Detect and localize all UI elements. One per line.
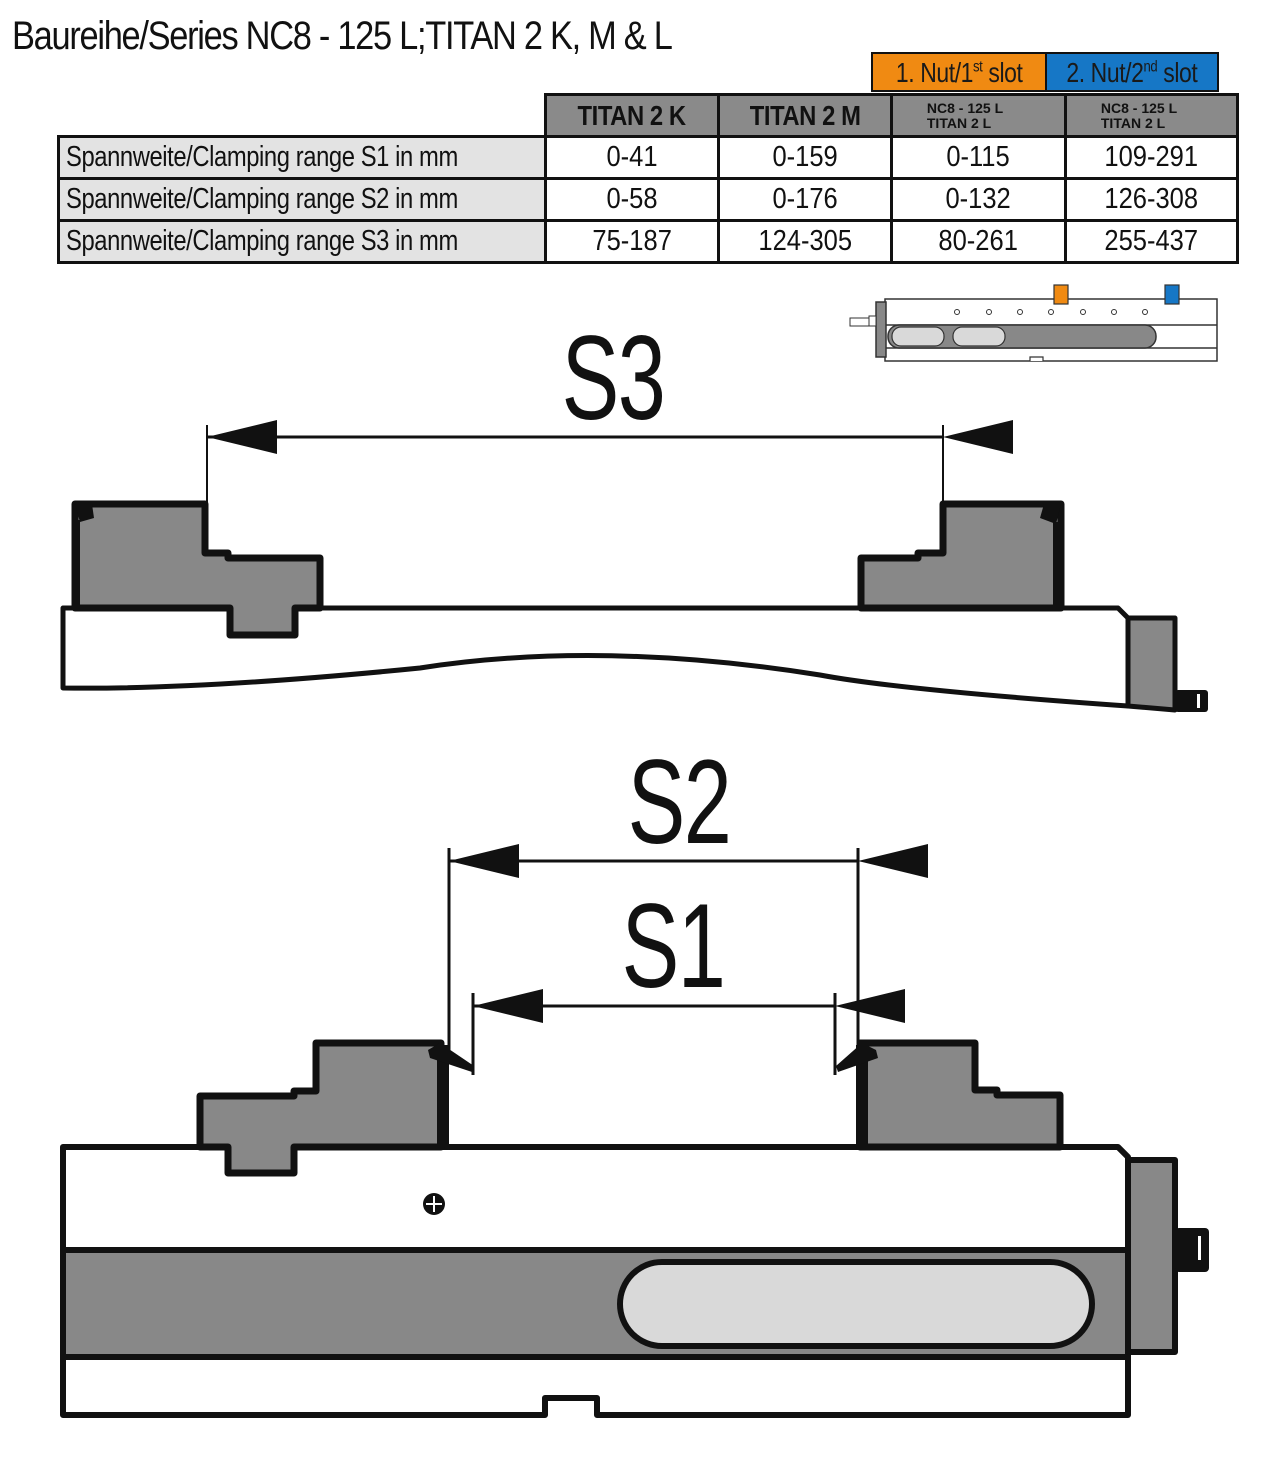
cell-s1-slot2: 109-291 <box>1063 135 1239 180</box>
spindle-slot <box>617 1259 1095 1349</box>
dimension-label-s3: S3 <box>561 311 666 445</box>
cell-s3-titan-2k: 75-187 <box>543 219 720 264</box>
cell-s1-slot1: 0-115 <box>889 135 1067 180</box>
cell-s2-titan-2m: 0-176 <box>716 177 893 222</box>
lower-vise-view <box>60 844 1209 1418</box>
slot2-header-sup: nd <box>1143 58 1158 76</box>
cell-s1-titan-2k: 0-41 <box>543 135 720 180</box>
dimension-label-s1: S1 <box>621 879 726 1013</box>
row-label-s3: Spannweite/Clamping range S3 in mm <box>57 219 547 264</box>
slot2-marker <box>1164 284 1180 305</box>
slot1-header: 1. Nut/1st slot <box>871 52 1047 92</box>
cell-s2-slot2: 126-308 <box>1063 177 1239 222</box>
crosshair-icon <box>423 1193 445 1215</box>
column-header-line1: NC8 - 125 L <box>926 99 1004 116</box>
vise-thumbnail <box>849 284 1218 362</box>
column-header-titan-2k: TITAN 2 K <box>543 93 720 138</box>
table-row-s2: Spannweite/Clamping range S2 in mm 0-58 … <box>57 177 1239 222</box>
column-header-line1: NC8 - 125 L <box>1100 99 1178 116</box>
cell-s3-slot1: 80-261 <box>889 219 1067 264</box>
slot1-header-prefix: 1. Nut/1 <box>895 57 974 88</box>
table-row-s3: Spannweite/Clamping range S3 in mm 75-18… <box>57 219 1239 264</box>
slot2-header-prefix: 2. Nut/2 <box>1066 57 1145 88</box>
table-row-s1: Spannweite/Clamping range S1 in mm 0-41 … <box>57 135 1239 180</box>
cell-s2-titan-2k: 0-58 <box>543 177 720 222</box>
cell-s2-slot1: 0-132 <box>889 177 1067 222</box>
upper-vise-view <box>60 420 1208 713</box>
cell-s3-titan-2m: 124-305 <box>716 219 893 264</box>
page-title: Baureihe/Series NC8 - 125 L;TITAN 2 K, M… <box>12 14 673 58</box>
column-header-line2: TITAN 2 L <box>1100 114 1166 131</box>
slot1-header-suffix: slot <box>982 57 1023 88</box>
thumbnail-holes <box>954 309 1148 315</box>
slot1-header-sup: st <box>972 58 983 76</box>
cell-s3-slot2: 255-437 <box>1063 219 1239 264</box>
dimension-label-s2: S2 <box>627 735 732 869</box>
row-label-s2: Spannweite/Clamping range S2 in mm <box>57 177 547 222</box>
slot2-header-suffix: slot <box>1157 57 1198 88</box>
slot1-marker <box>1053 284 1069 305</box>
column-header-line2: TITAN 2 L <box>926 114 992 131</box>
column-header-titan-2m: TITAN 2 M <box>716 93 893 138</box>
cell-s1-titan-2m: 0-159 <box>716 135 893 180</box>
slot2-header: 2. Nut/2nd slot <box>1045 52 1219 92</box>
row-label-s1: Spannweite/Clamping range S1 in mm <box>57 135 547 180</box>
